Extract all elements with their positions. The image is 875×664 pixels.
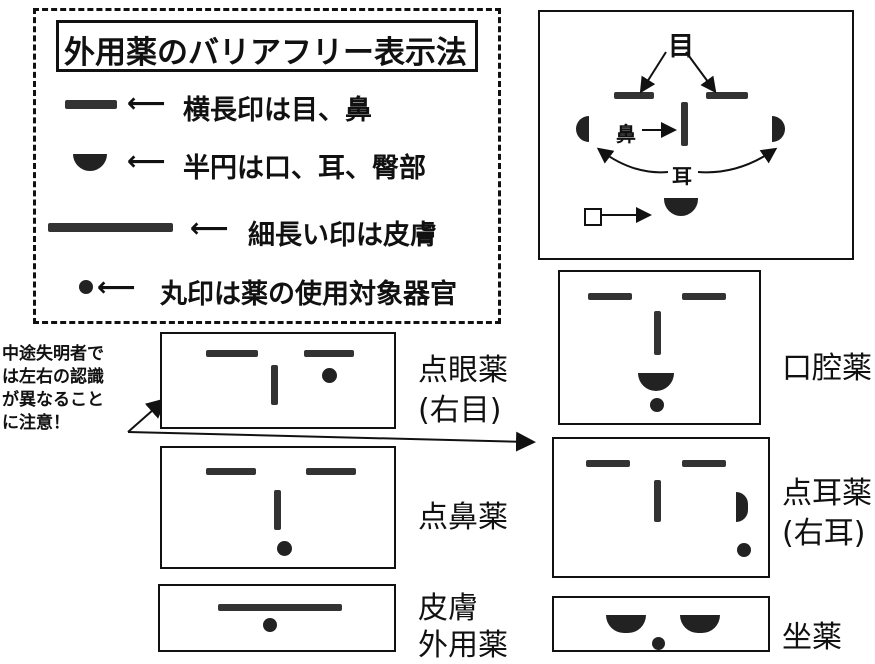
note-line-4: に注意！ bbox=[2, 413, 70, 433]
key-left-ear bbox=[576, 116, 589, 142]
eye-drops-nose bbox=[271, 365, 278, 405]
ear-drops-nose bbox=[654, 480, 661, 522]
nasal-nose bbox=[274, 490, 281, 530]
note-line-2: は左右の認識 bbox=[2, 367, 104, 387]
key-nose-label: 鼻 bbox=[616, 122, 636, 146]
suppository-label: 坐薬 bbox=[782, 620, 842, 655]
skin-box bbox=[158, 584, 396, 652]
nasal-nose-dot bbox=[277, 541, 292, 556]
skin-long-bar bbox=[218, 604, 342, 611]
ear-drops-label: 点耳薬 bbox=[782, 476, 872, 511]
legend-short-bar-symbol bbox=[65, 100, 117, 109]
ear-drops-side: (右耳) bbox=[782, 516, 866, 551]
legend-item-long-bar: 細長い印は皮膚 bbox=[248, 220, 437, 251]
eye-drops-box bbox=[160, 332, 396, 429]
key-nose-bar bbox=[681, 102, 688, 146]
ear-drops-right-eye bbox=[682, 460, 726, 467]
eye-drops-right-eye bbox=[304, 350, 354, 357]
legend-item-half-circle: 半円は口、耳、臀部 bbox=[183, 153, 426, 184]
legend-half-circle-symbol bbox=[73, 154, 107, 171]
oral-left-eye bbox=[588, 293, 632, 300]
nasal-left-eye bbox=[206, 468, 256, 475]
oral-right-eye bbox=[682, 293, 726, 300]
legend-item-dot: 丸印は薬の使用対象器官 bbox=[160, 279, 457, 310]
nasal-label: 点鼻薬 bbox=[418, 500, 508, 535]
key-mouth-square bbox=[584, 208, 602, 226]
note-line-1: 中途失明者で bbox=[2, 344, 104, 364]
legend-arrow-3: ⟵ bbox=[190, 213, 229, 244]
key-ear-label: 耳 bbox=[672, 164, 692, 188]
ear-drops-ear-dot bbox=[737, 543, 751, 557]
key-right-eye-bar bbox=[706, 92, 748, 99]
oral-nose bbox=[654, 311, 661, 355]
key-mouth-half-circle bbox=[664, 198, 698, 216]
oral-mouth bbox=[638, 373, 674, 391]
oral-mouth-dot bbox=[650, 398, 664, 412]
oral-label: 口腔薬 bbox=[782, 351, 872, 386]
ear-drops-left-eye bbox=[586, 460, 630, 467]
suppository-left-half bbox=[606, 615, 646, 633]
eye-drops-side: (右目) bbox=[418, 393, 502, 428]
legend-arrow-2: ⟵ bbox=[127, 146, 166, 177]
key-arrows bbox=[596, 51, 778, 223]
note-line-3: が異なること bbox=[2, 390, 104, 410]
key-left-eye-bar bbox=[614, 92, 654, 99]
legend-arrow-1: ⟵ bbox=[127, 88, 166, 119]
legend-title: 外用薬のバリアフリー表示法 bbox=[64, 35, 467, 71]
legend-title-box bbox=[56, 20, 478, 72]
suppository-right-half bbox=[680, 615, 720, 633]
key-diagram-box bbox=[538, 10, 854, 260]
key-right-ear bbox=[772, 116, 785, 142]
nasal-right-eye bbox=[306, 468, 356, 475]
suppository-dot bbox=[652, 637, 665, 650]
eye-drops-label: 点眼薬 bbox=[418, 353, 508, 388]
legend-long-bar-symbol bbox=[48, 223, 173, 232]
skin-label-line2: 外用薬 bbox=[418, 628, 508, 663]
ear-drops-right-ear bbox=[736, 492, 748, 522]
eye-drops-right-eye-dot bbox=[322, 368, 337, 383]
skin-label-line1: 皮膚 bbox=[418, 591, 478, 626]
legend-arrow-4: ⟵ bbox=[97, 272, 136, 303]
skin-dot bbox=[263, 618, 277, 632]
legend-dot-symbol bbox=[79, 280, 93, 294]
legend-item-short-bar: 横長印は目、鼻 bbox=[183, 95, 372, 126]
eye-drops-left-eye bbox=[206, 350, 258, 357]
